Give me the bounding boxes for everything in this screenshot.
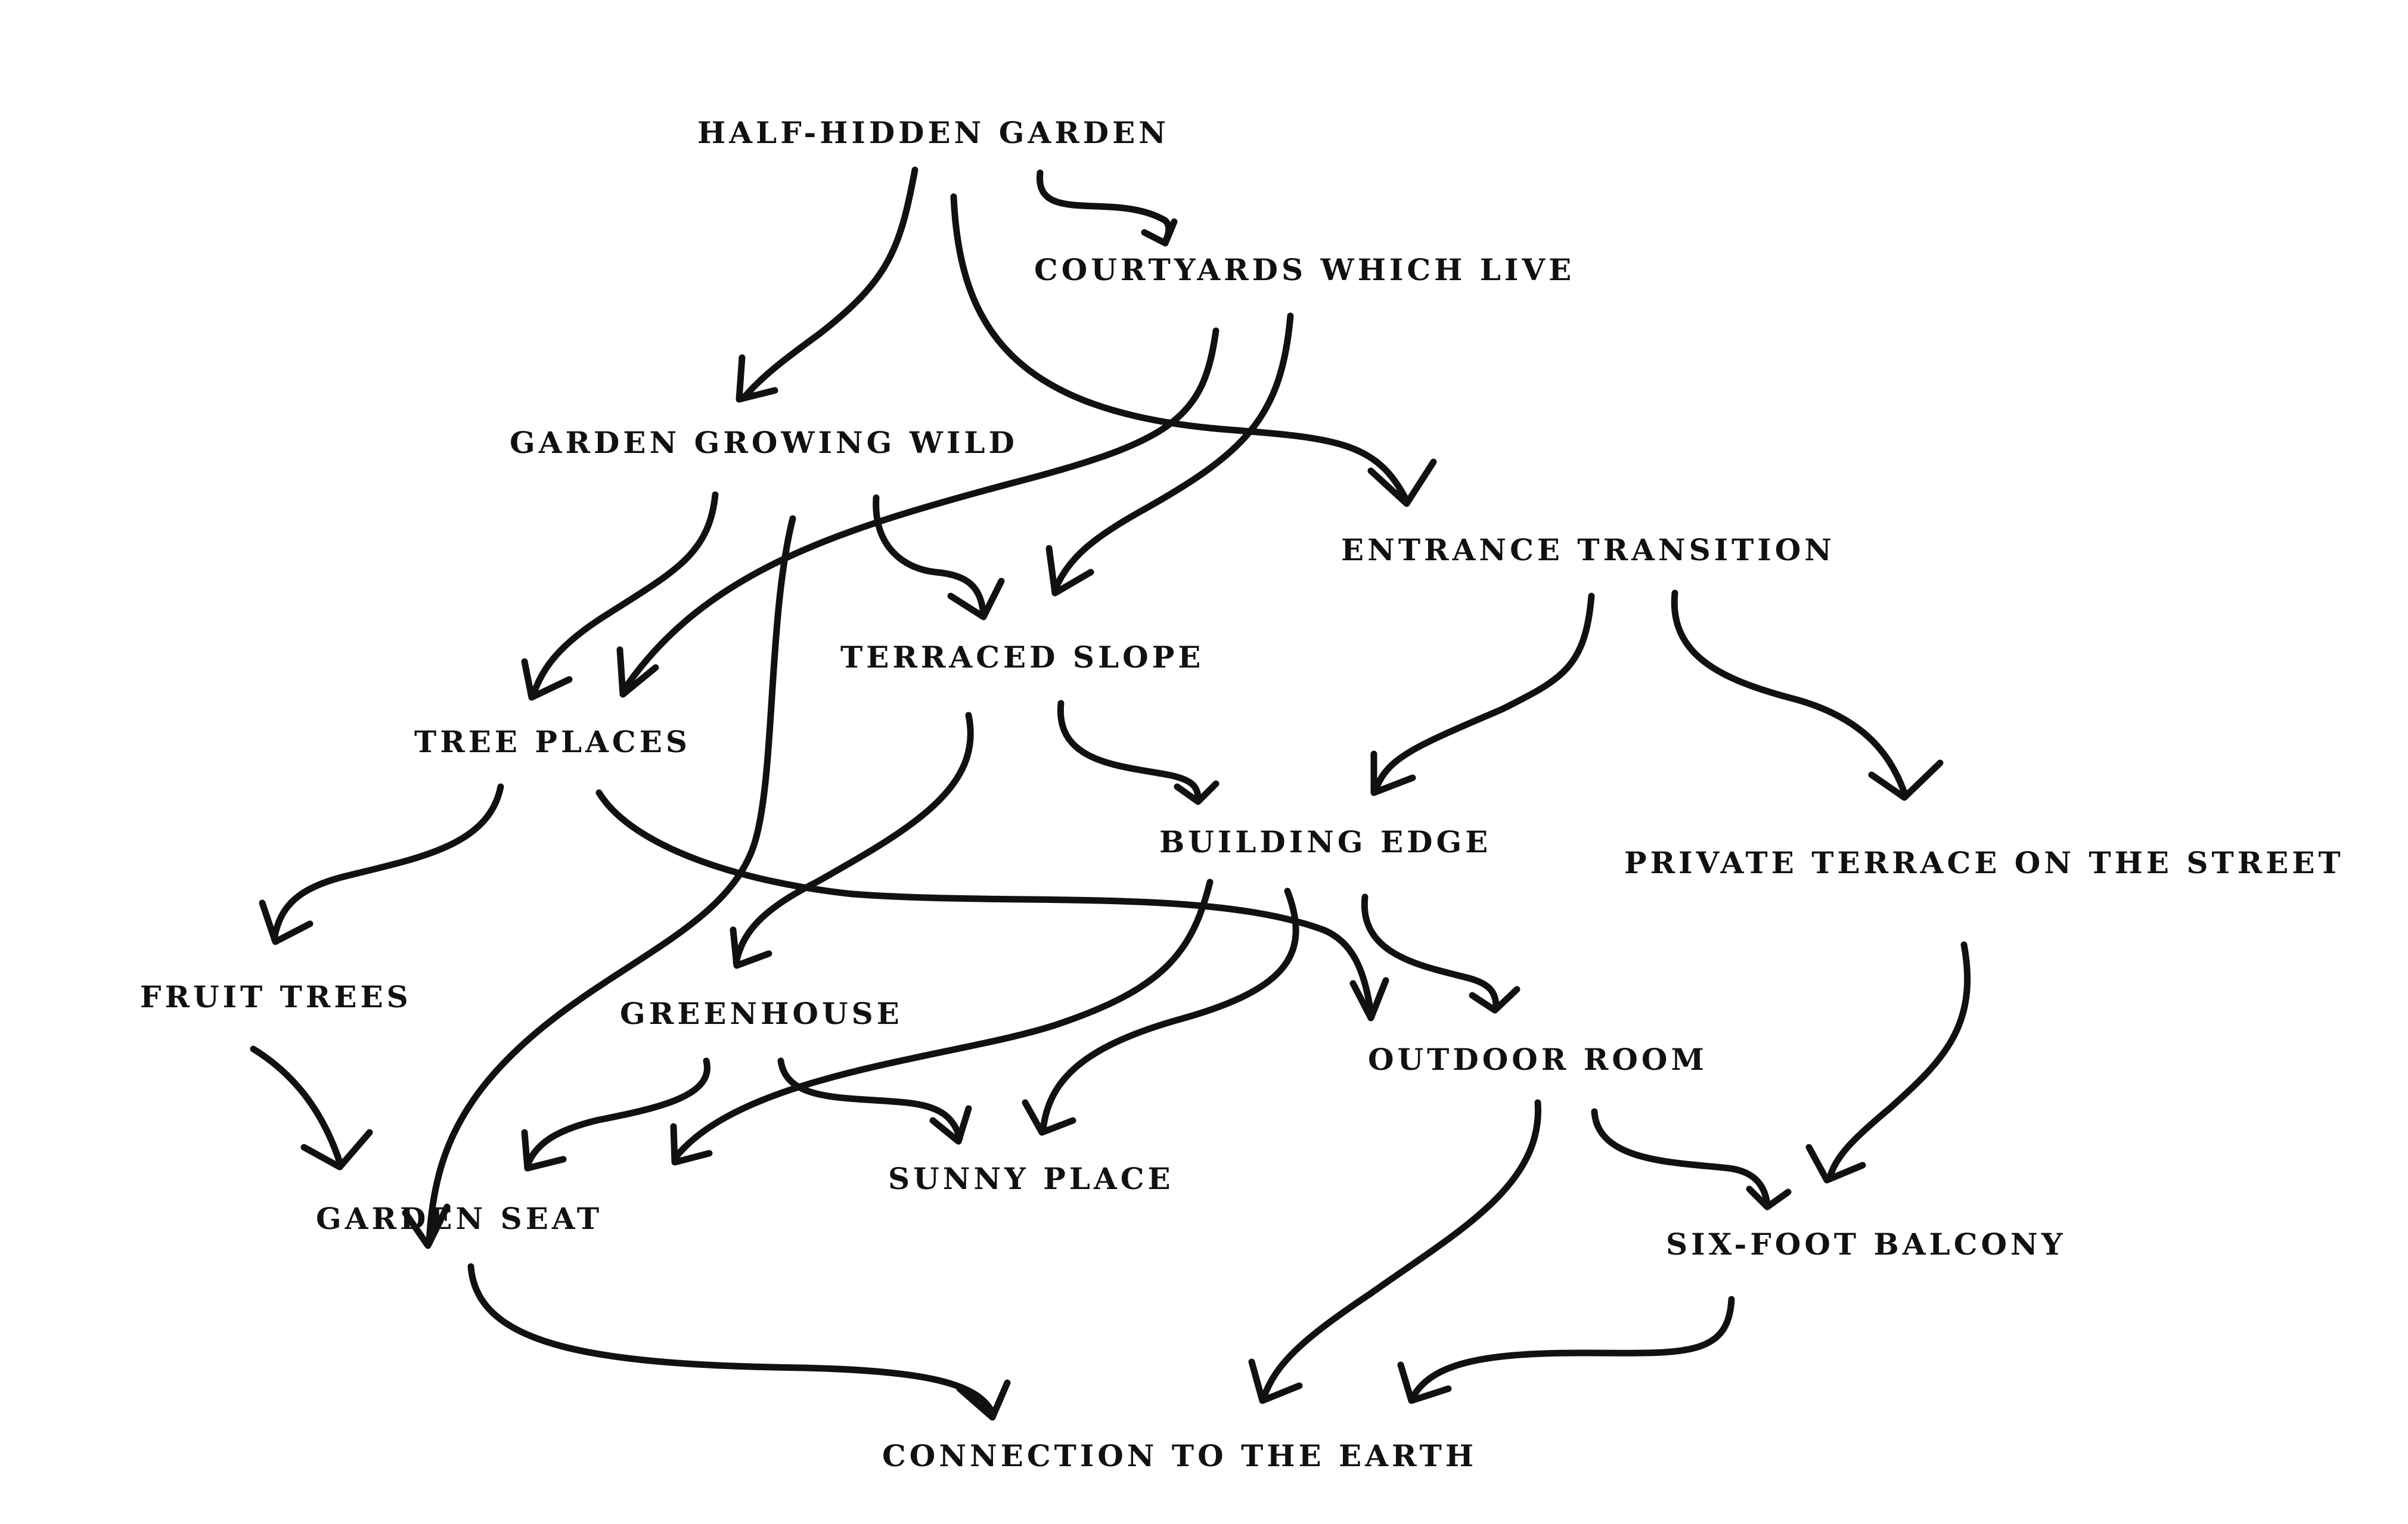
edge-garden-growing-wild-to-garden-seat [426,515,796,1246]
arrowhead-icon [300,1129,373,1171]
arrowhead-icon [1746,1185,1792,1210]
node-entrance-transition: ENTRANCE TRANSITION [1341,532,1835,567]
edge-entrance-transition-to-building-edge [1373,592,1595,790]
node-garden-seat: GARDEN SEAT [316,1201,603,1236]
edge-building-edge-to-garden-seat [673,879,1214,1160]
edge-courtyards-to-terraced-slope [1051,312,1294,594]
node-connection-to-the-earth: CONNECTION TO THE EARTH [882,1438,1477,1473]
edge-building-edge-to-sunny-place [1039,887,1299,1133]
arrowhead-icon [402,1203,451,1249]
arrowhead-icon [929,1105,972,1145]
edge-fruit-trees-to-garden-seat [250,1045,343,1166]
arrowhead-icon [521,658,573,701]
arrowhead-icon [1045,545,1094,597]
arrowhead-icon [1022,1099,1076,1136]
edges [250,166,1971,1421]
edge-terraced-slope-to-greenhouse [733,712,974,966]
edge-outdoor-room-to-six-foot-balcony [1591,1108,1771,1208]
edge-tree-places-to-outdoor-room [595,789,1374,1017]
edge-tree-places-to-fruit-trees [271,783,504,942]
arrowhead-icon [521,1129,567,1172]
edge-six-foot-balcony-to-connection [1409,1296,1735,1401]
arrowhead-icon [1367,458,1437,507]
node-courtyards-which-live: COURTYARDS WHICH LIVE [1034,252,1575,287]
node-building-edge: BUILDING EDGE [1159,824,1491,859]
arrowhead-icon [1141,218,1178,247]
arrowhead-icon [1397,1361,1452,1404]
edge-greenhouse-to-garden-seat [524,1057,710,1169]
node-terraced-slope: TERRACED SLOPE [840,640,1204,675]
arrowhead-icon [1349,977,1389,1022]
arrowhead-icon [947,578,1005,620]
edge-courtyards-to-tree-places [619,327,1219,695]
edge-private-terrace-to-six-foot-balcony [1826,941,1971,1181]
arrowhead-icon [956,1379,1011,1421]
edge-half-hidden-garden-to-entrance-transition [950,193,1410,504]
edge-garden-growing-wild-to-terraced-slope [873,494,987,617]
arrowhead-icon [1370,750,1416,796]
edge-greenhouse-to-sunny-place [777,1057,963,1142]
arrowhead-icon [259,899,314,945]
node-garden-growing-wild: GARDEN GROWING WILD [510,425,1018,460]
arrowhead-icon [1868,759,1944,801]
edge-half-hidden-garden-to-garden-growing-wild [741,166,918,400]
node-tree-places: TREE PLACES [414,724,691,759]
node-fruit-trees: FRUIT TREES [140,979,412,1014]
node-half-hidden-garden: HALF-HIDDEN GARDEN [697,115,1169,150]
node-six-foot-balcony: SIX-FOOT BALCONY [1666,1227,2066,1262]
nodes: HALF-HIDDEN GARDEN COURTYARDS WHICH LIVE… [140,115,2344,1473]
arrowhead-icon [1805,1144,1866,1184]
edge-garden-growing-wild-to-tree-places [530,491,719,698]
node-sunny-place: SUNNY PLACE [888,1161,1174,1196]
arrowhead-icon [730,926,772,969]
edge-half-hidden-garden-to-courtyards [1037,169,1172,245]
edge-outdoor-room-to-connection [1260,1099,1541,1401]
edge-terraced-slope-to-building-edge [1057,700,1202,802]
edge-garden-seat-to-connection [467,1263,996,1416]
edge-entrance-transition-to-private-terrace [1671,589,1908,796]
node-greenhouse: GREENHOUSE [620,996,903,1031]
arrowhead-icon [1174,780,1219,805]
arrowhead-icon [670,1123,713,1166]
arrowhead-icon [616,646,659,698]
arrowhead-icon [1469,986,1520,1014]
edge-building-edge-to-outdoor-room [1361,893,1500,1011]
arrowhead-icon [1248,1358,1303,1404]
node-private-terrace-on-the-street: PRIVATE TERRACE ON THE STREET [1624,845,2344,880]
arrowhead-icon [736,354,778,403]
node-outdoor-room: OUTDOOR ROOM [1368,1042,1708,1077]
